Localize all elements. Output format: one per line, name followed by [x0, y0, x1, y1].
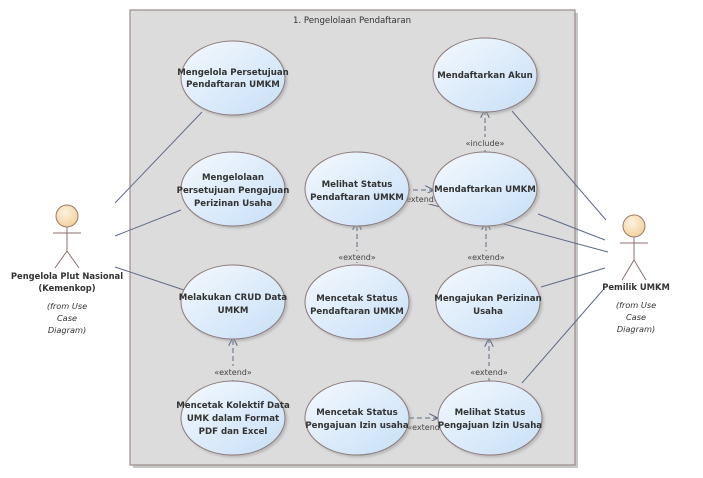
use-case-label: UMK dalam Format [187, 414, 279, 424]
use-case-melihat-status-pendaftaran[interactable]: Melihat Status Pendaftaran UMKM [304, 151, 410, 227]
use-case-label: Persetujuan Pengajuan [177, 186, 290, 196]
use-case-label: Pengajuan Izin usaha [305, 421, 409, 431]
use-case-melakukan-crud[interactable]: Melakukan CRUD Data UMKM [179, 264, 288, 340]
use-case-label: Mencetak Kolektif Data [176, 401, 290, 411]
actor-source: Case [626, 312, 646, 322]
use-case-label: Mengelolaan [202, 173, 264, 183]
use-case-mengelolaan-persetujuan-pengajuan[interactable]: Mengelolaan Persetujuan Pengajuan Perizi… [177, 151, 290, 227]
use-case-label: Mengajukan Perizinan [434, 294, 541, 304]
assoc-pemilik-melihat-status-pengajuan [521, 289, 604, 384]
use-case-mendaftarkan-akun[interactable]: Mendaftarkan Akun [432, 37, 538, 113]
extend-label-mengajukan: «extend» [467, 253, 505, 262]
actor-source: (from Use [47, 301, 87, 311]
extend-label-mencetak-pengajuan: «extend» [407, 423, 445, 432]
use-case-mendaftarkan-umkm[interactable]: Mendaftarkan UMKM [432, 151, 538, 227]
actor-name: Pengelola Plut Nasional [11, 271, 123, 281]
use-case-label: Mendaftarkan UMKM [434, 185, 536, 195]
stereotype-labels: «include» «extend» «extend» «extend» «ex… [213, 137, 509, 432]
actor-source: Diagram) [48, 325, 86, 335]
assoc-pemilik-mengajukan [540, 267, 606, 288]
use-case-label: Mencetak Status [316, 408, 397, 418]
actor-icon [53, 204, 81, 269]
actor-source: Case [57, 313, 77, 323]
use-case-label: Mencetak Status [316, 294, 397, 304]
use-case-label: Usaha [473, 307, 503, 317]
dependencies [233, 110, 489, 418]
boundary-title: 1. Pengelolaan Pendaftaran [293, 16, 411, 26]
include-label: «include» [466, 139, 505, 148]
use-case-label: UMKM [218, 306, 249, 316]
extend-label-kolektif: «extend» [214, 368, 252, 377]
use-case-label: Mengelola Persetujuan [177, 68, 289, 78]
assoc-pengelola-persetujuan-pengajuan [114, 209, 182, 237]
use-case-label: Melihat Status [455, 408, 526, 418]
use-case-mencetak-kolektif[interactable]: Mencetak Kolektif Data UMK dalam Format … [176, 380, 290, 456]
use-case-mencetak-status-pendaftaran[interactable]: Mencetak Status Pendaftaran UMKM [304, 264, 410, 340]
use-case-label: Perizinan Usaha [194, 199, 272, 209]
use-case-label: Pendaftaran UMKM [310, 307, 404, 317]
extend-label-melihat-pengajuan: «extend» [470, 368, 508, 377]
extend-label-umkm: «extend» [401, 195, 439, 204]
use-case-label: Melihat Status [322, 180, 393, 190]
actor-source: Diagram) [617, 324, 655, 334]
use-case-label: PDF dan Excel [199, 427, 268, 437]
actor-pemilik-umkm[interactable]: Pemilik UMKM (from Use Case Diagram) [602, 214, 670, 334]
use-case-label: Melakukan CRUD Data [179, 293, 288, 303]
actor-source: (from Use [616, 300, 656, 310]
use-case-label: Pendaftaran UMKM [310, 193, 404, 203]
extend-label-mencetak-pendaftaran: «extend» [338, 253, 376, 262]
use-case-label: Pengajuan Izin Usaha [438, 421, 542, 431]
assoc-pengelola-persetujuan-pendaftaran [114, 111, 203, 204]
assoc-pemilik-umkm [537, 213, 606, 241]
use-case-mengelola-persetujuan-pendaftaran[interactable]: Mengelola Persetujuan Pendaftaran UMKM [177, 40, 289, 116]
use-case-mengajukan-perizinan[interactable]: Mengajukan Perizinan Usaha [434, 264, 542, 340]
use-case-label: Pendaftaran UMKM [186, 80, 280, 90]
use-case-mencetak-status-pengajuan[interactable]: Mencetak Status Pengajuan Izin usaha [304, 380, 410, 456]
assoc-pengelola-crud [114, 266, 185, 291]
use-case-melihat-status-pengajuan[interactable]: Melihat Status Pengajuan Izin Usaha [437, 380, 543, 456]
use-case-label: Mendaftarkan Akun [437, 71, 533, 81]
actor-name: Pemilik UMKM [602, 282, 670, 292]
assoc-pemilik-akun [511, 110, 607, 221]
actor-name: (Kemenkop) [38, 283, 95, 293]
actor-pengelola[interactable]: Pengelola Plut Nasional (Kemenkop) (from… [11, 204, 123, 335]
actor-icon [620, 214, 648, 281]
